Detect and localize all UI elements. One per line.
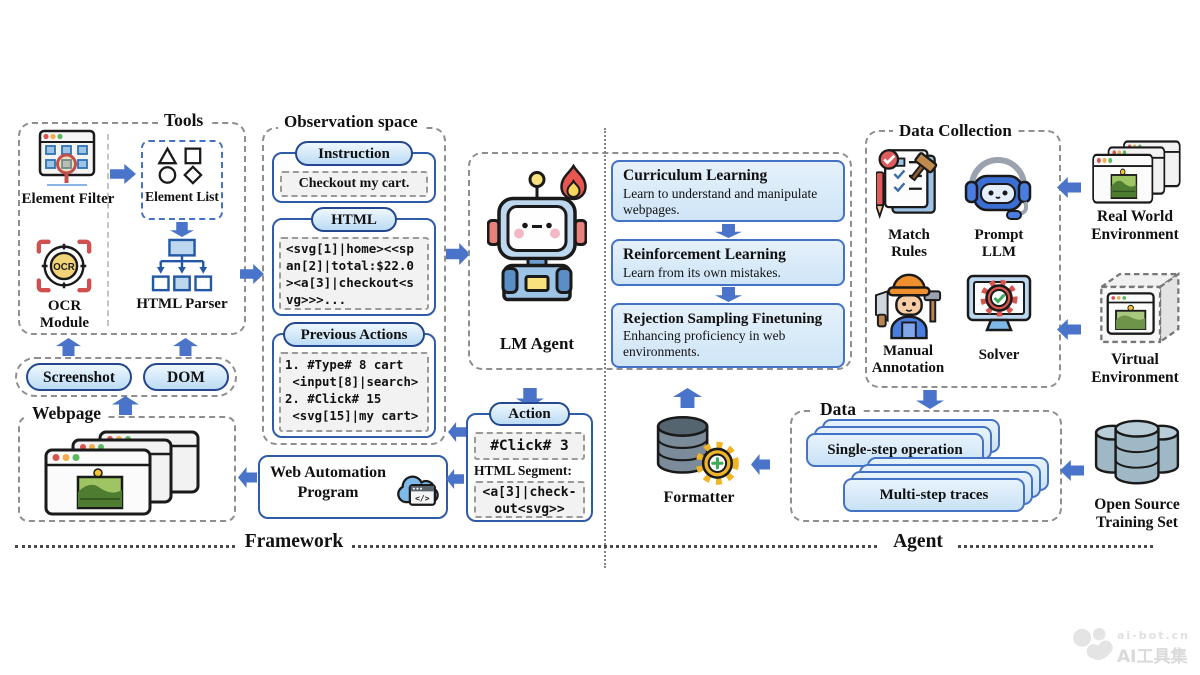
previous-actions-code: 1. #Type# 8 cart <input[8]|search> 2. #C… <box>279 352 429 432</box>
arrow-opensource-to-data <box>1060 460 1084 481</box>
segment-code: <a[3]|check- out<svg>> <box>474 481 585 518</box>
webpage-box <box>18 416 236 522</box>
arrow-data-to-formatter <box>751 454 770 475</box>
open-source-icon <box>1090 419 1184 493</box>
ocr-module-label: OCR Module <box>39 298 90 331</box>
instruction-text: Checkout my cart. <box>280 171 428 197</box>
html-pill: HTML <box>311 207 397 232</box>
solver-icon <box>962 271 1036 341</box>
data-title: Data <box>814 399 862 420</box>
observation-title: Observation space <box>278 112 424 132</box>
prompt-llm-label: Prompt LLM <box>974 227 1024 260</box>
real-world-environment-label: Real World Environment <box>1091 208 1179 243</box>
tools-box <box>18 122 246 335</box>
arrow-dom-to-tools <box>173 338 198 356</box>
element-filter-label: Element Filter <box>21 191 115 207</box>
arrow-observation-to-agent <box>446 243 470 265</box>
virtual-environment-icon <box>1094 268 1182 348</box>
screenshot-pill: Screenshot <box>26 363 132 391</box>
action-pill: Action <box>489 402 570 426</box>
segment-label: HTML Segment: <box>474 463 572 478</box>
lm-agent-label: LM Agent <box>499 334 575 353</box>
strategy-reinforcement-title: Reinforcement Learning <box>623 246 786 263</box>
watermark-name: AI工具集 <box>1117 647 1188 667</box>
element-list-label: Element List <box>145 189 219 204</box>
formatter-label: Formatter <box>663 489 735 506</box>
arrow-action-to-program <box>446 469 464 489</box>
webpage-stack-icon <box>42 430 204 516</box>
virtual-environment-label: Virtual Environment <box>1091 351 1179 386</box>
manual-annotation-label: Manual Annotation <box>871 343 945 376</box>
framework-section-label: Framework <box>238 531 350 554</box>
ocr-module-icon <box>33 236 95 296</box>
agent-core-box <box>468 152 852 370</box>
strategy-reinforcement-desc: Learn from its own mistakes. <box>623 264 781 280</box>
manual-annotation-icon <box>874 266 944 342</box>
strategy-curriculum-desc: Learn to understand and manipulate webpa… <box>623 185 818 218</box>
html-parser-icon <box>147 238 217 294</box>
tools-inner-divider <box>107 134 109 326</box>
data-collection-title: Data Collection <box>893 121 1018 141</box>
solver-label: Solver <box>978 347 1020 363</box>
element-list-icon <box>155 145 209 185</box>
arrow-screenshot-to-tools <box>56 338 81 356</box>
arrow-program-to-webpage <box>238 467 257 488</box>
open-source-label: Open Source Training Set <box>1094 496 1180 531</box>
previous-actions-pill: Previous Actions <box>283 322 425 347</box>
arrow-webpage-to-inputs <box>112 396 139 415</box>
multi-step-pill: Multi-step traces <box>843 478 1025 512</box>
section-divider <box>604 128 606 568</box>
arrow-formatter-to-agent <box>673 388 702 408</box>
inputs-container <box>15 357 237 397</box>
strategy-rejection-title: Rejection Sampling Finetuning <box>623 311 823 327</box>
action-command: #Click# 3 <box>474 432 585 460</box>
element-list-box: Element List <box>141 140 223 220</box>
html-parser-label: HTML Parser <box>136 296 228 312</box>
strategy-rejection-desc: Enhancing proficiency in web environment… <box>623 328 786 360</box>
watermark-site: ai-bot.cn <box>1117 629 1190 642</box>
bottom-divider-line <box>15 545 1153 548</box>
real-world-environment-icon <box>1092 140 1182 204</box>
data-box <box>790 410 1062 522</box>
agent-section-label: Agent <box>878 531 958 554</box>
arrow-action-to-observation <box>448 422 466 442</box>
tools-title: Tools <box>158 110 210 131</box>
element-filter-icon <box>38 129 98 187</box>
instruction-pill: Instruction <box>295 141 413 166</box>
strategy-reinforcement: Reinforcement Learning Learn from its ow… <box>611 239 845 286</box>
web-automation-icon <box>392 461 442 511</box>
web-automation-label: Web Automation Program <box>269 464 386 501</box>
prompt-llm-icon <box>958 151 1038 223</box>
formatter-icon <box>654 414 744 488</box>
training-icon <box>557 164 590 202</box>
html-code: <svg[1]|home><<sp an[2]|total:$22.0 ><a[… <box>279 237 429 310</box>
strategy-curriculum-title: Curriculum Learning <box>623 167 768 184</box>
strategy-curriculum: Curriculum Learning Learn to understand … <box>611 160 845 222</box>
strategy-rejection: Rejection Sampling Finetuning Enhancing … <box>611 303 845 368</box>
match-rules-label: Match Rules <box>888 227 930 260</box>
dom-pill: DOM <box>143 363 229 391</box>
webpage-title: Webpage <box>26 403 108 424</box>
watermark-icon <box>1070 627 1114 663</box>
match-rules-icon <box>876 148 942 224</box>
arrow-collection-to-data <box>916 390 944 409</box>
